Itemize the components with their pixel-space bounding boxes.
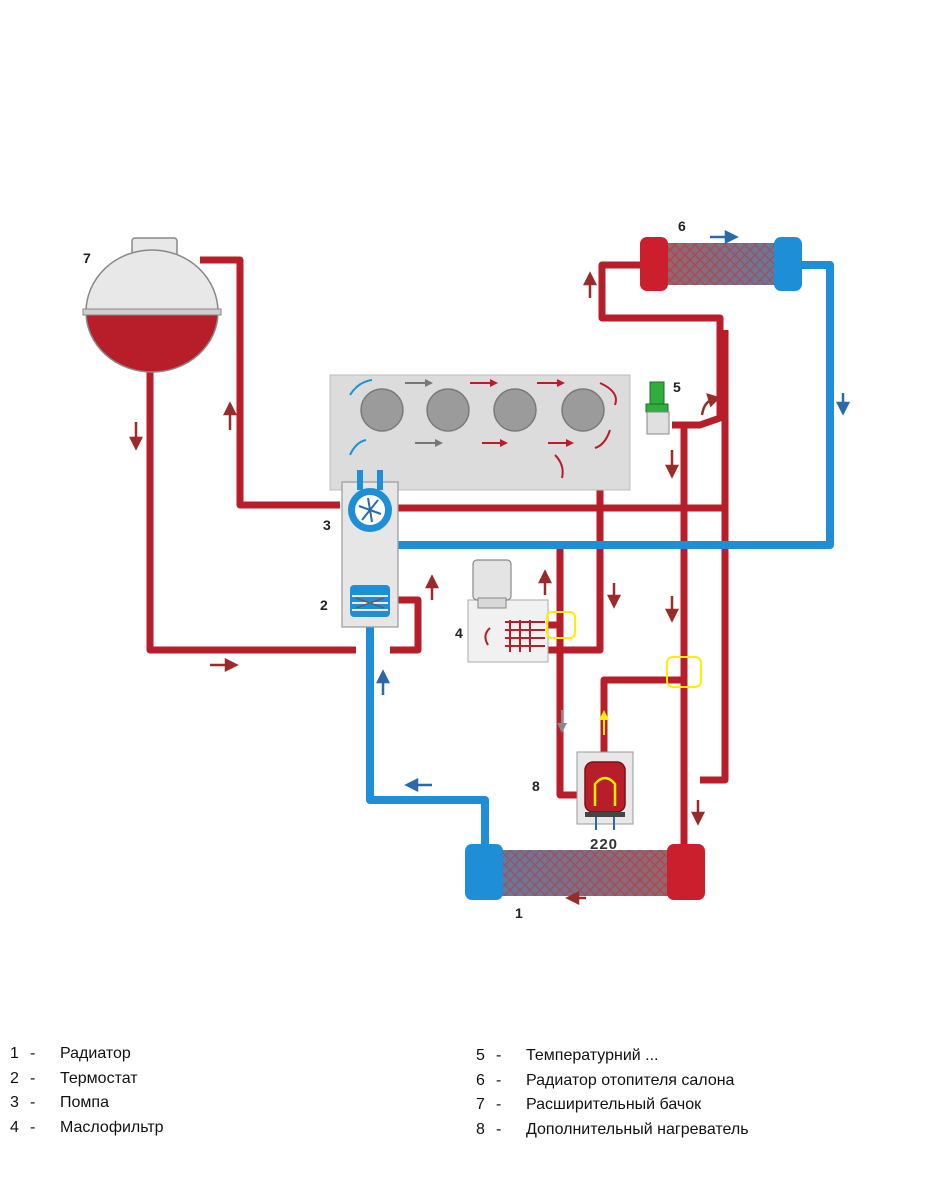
cylinder-4 — [561, 388, 605, 432]
label-aux-heater: 8 — [532, 778, 540, 794]
hot-pipes — [146, 256, 729, 850]
main-radiator — [465, 844, 705, 900]
legend-item-1: 1-Радиатор — [10, 1045, 131, 1062]
cooling-system-diagram: 1 2 3 4 5 6 7 8 220 — [82, 218, 851, 921]
label-temp-sensor: 5 — [673, 379, 681, 395]
legend-item-5: 5-Температурний ... — [476, 1047, 659, 1064]
heater-core — [640, 237, 802, 291]
legend-item-3: 3-Помпа — [10, 1094, 109, 1111]
label-radiator: 1 — [515, 905, 523, 921]
cylinder-3 — [493, 388, 537, 432]
cylinder-1 — [360, 388, 404, 432]
thermostat — [350, 585, 390, 617]
label-pump: 3 — [323, 517, 331, 533]
white-down-arrow — [557, 710, 567, 733]
oil-filter — [467, 559, 549, 663]
expansion-tank — [82, 237, 222, 373]
engine-block — [329, 374, 631, 491]
legend-right: 5-Температурний ... 6-Радиатор отопителя… — [476, 1047, 749, 1145]
component-labels: 1 2 3 4 5 6 7 8 220 — [83, 218, 686, 921]
label-aux-heater-voltage: 220 — [590, 836, 618, 853]
cylinder-2 — [426, 388, 470, 432]
highlight-oil-filter-junction — [546, 611, 576, 639]
legend-left: 1-Радиатор 2-Термостат 3-Помпа 4-Маслофи… — [10, 1045, 164, 1143]
temperature-sensor — [645, 381, 670, 435]
legend-item-8: 8-Дополнительный нагреватель — [476, 1120, 749, 1138]
highlight-aux-heater-junction — [666, 656, 702, 688]
legend-item-7: 7-Расширительный бачок — [476, 1096, 702, 1113]
yellow-up-arrow — [599, 710, 609, 735]
label-thermostat: 2 — [320, 597, 328, 613]
legend-item-6: 6-Радиатор отопителя салона — [476, 1071, 735, 1089]
label-oil-filter: 4 — [455, 625, 463, 641]
label-heater-core: 6 — [678, 218, 686, 234]
legend-item-4: 4-Маслофильтр — [10, 1118, 164, 1136]
legend-item-2: 2-Термостат — [10, 1069, 138, 1087]
label-expansion-tank: 7 — [83, 250, 91, 266]
flow-arrows — [128, 229, 851, 906]
aux-heater — [576, 751, 634, 830]
pump-housing — [341, 470, 399, 628]
highlight-marks — [546, 611, 702, 688]
